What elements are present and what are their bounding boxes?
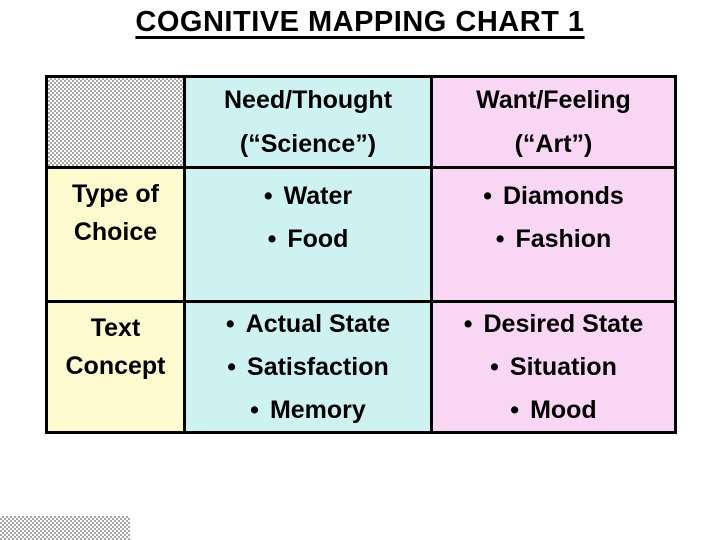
bullet-icon: • — [250, 396, 259, 424]
bullet-item: • Fashion — [496, 218, 612, 261]
row-label-line1: Type of — [71, 180, 160, 208]
header-need-thought: Need/Thought (“Science”) — [186, 78, 430, 166]
bullet-item: • Mood — [510, 389, 596, 431]
bottom-left-checkered-strip — [0, 516, 130, 540]
bullet-item: • Memory — [250, 389, 366, 431]
bullet-icon: • — [483, 182, 492, 210]
item-text: Desired State — [483, 310, 644, 338]
bullet-icon: • — [227, 353, 237, 381]
bullet-icon: • — [263, 182, 273, 210]
bullet-item: • Satisfaction — [227, 346, 388, 389]
item-text: Satisfaction — [247, 353, 389, 381]
row-label-type-of-choice: Type of Choice — [48, 169, 183, 300]
bullet-icon: • — [463, 310, 473, 338]
bullet-item: • Actual State — [226, 303, 390, 346]
item-text: Mood — [530, 396, 597, 424]
header-need-line1: Need/Thought — [223, 86, 393, 114]
item-text: Food — [287, 225, 349, 253]
row-label-line1: Text — [90, 314, 141, 342]
cell-text-concept-art: • Desired State • Situation • Mood — [433, 303, 674, 431]
slide-title: COGNITIVE MAPPING CHART 1 — [135, 6, 585, 38]
bullet-icon: • — [510, 396, 520, 424]
item-text: Water — [283, 182, 353, 210]
item-text: Actual State — [245, 310, 391, 338]
item-text: Memory — [269, 396, 366, 424]
bullet-icon: • — [490, 353, 499, 381]
header-want-line2: (“Art”) — [514, 130, 593, 158]
row-label-text-concept: Text Concept — [48, 303, 183, 431]
header-want-feeling: Want/Feeling (“Art”) — [433, 78, 674, 166]
cell-text-concept-science: • Actual State • Satisfaction • Memory — [186, 303, 430, 431]
bullet-item: • Desired State — [464, 303, 644, 346]
item-text: Fashion — [515, 225, 612, 253]
row-label-line2: Concept — [65, 352, 166, 380]
row-label-line2: Choice — [73, 218, 158, 246]
bullet-icon: • — [225, 310, 235, 338]
bullet-icon: • — [495, 225, 505, 253]
bullet-item: • Food — [268, 218, 349, 261]
bullet-icon: • — [267, 225, 277, 253]
header-want-line1: Want/Feeling — [476, 86, 631, 114]
cell-type-of-choice-art: • Diamonds • Fashion — [433, 169, 674, 300]
cell-type-of-choice-science: •Water •Food — [186, 169, 430, 300]
bullet-item: • Water — [264, 175, 352, 218]
cognitive-mapping-table: Need/Thought (“Science”) Want/Feeling (“… — [45, 75, 677, 434]
header-need-line2: (“Science”) — [239, 130, 377, 158]
corner-checkered-cell — [48, 78, 183, 166]
item-text: Situation — [509, 353, 617, 381]
item-text: Diamonds — [502, 182, 624, 210]
bullet-item: • Situation — [490, 346, 617, 389]
bullet-item: • Diamonds — [483, 175, 624, 218]
